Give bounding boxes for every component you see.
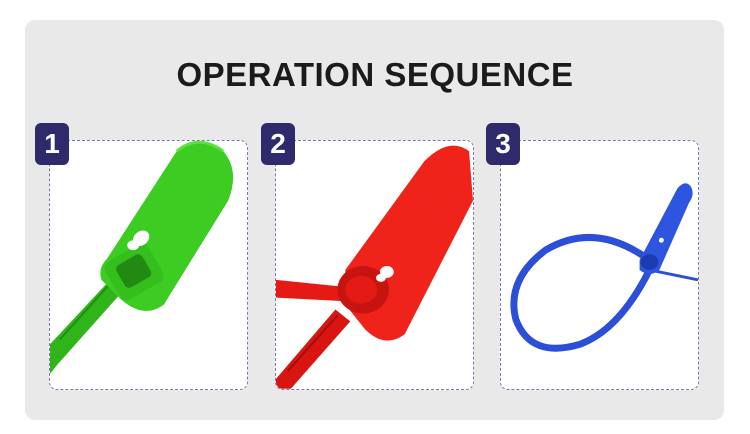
step-1-card [49, 140, 248, 390]
step-number-badge: 3 [486, 123, 520, 165]
blue-seal-loop-icon [510, 183, 698, 352]
green-seal-tag-icon [50, 141, 234, 374]
step-number-badge: 1 [35, 123, 69, 165]
page-title: OPERATION SEQUENCE [176, 56, 574, 93]
step-2-card [275, 140, 474, 390]
red-seal-tag-icon [276, 145, 473, 389]
step-number-badge: 2 [261, 123, 295, 165]
step-3-card [500, 140, 699, 390]
